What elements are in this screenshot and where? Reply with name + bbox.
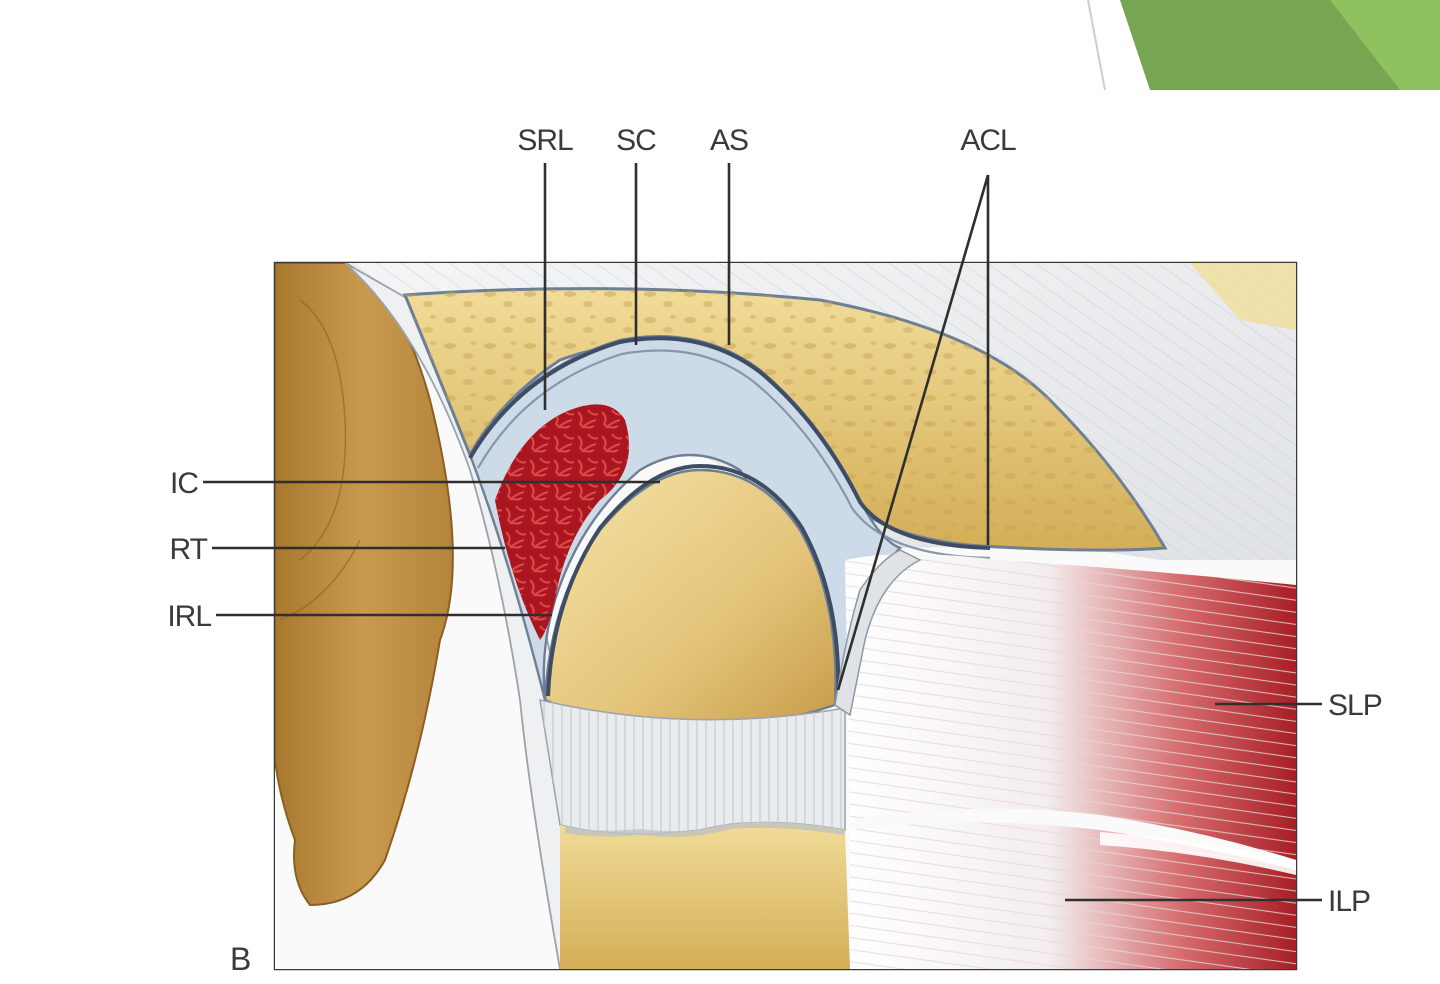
labels: SRL SC AS ACL IC RT IRL SLP ILP B <box>167 124 1382 977</box>
label-ilp: ILP <box>1328 885 1370 918</box>
label-as: AS <box>710 124 748 157</box>
label-sc: SC <box>616 124 656 157</box>
label-srl: SRL <box>517 124 573 157</box>
label-rt: RT <box>170 533 208 566</box>
corner-accent <box>1087 0 1440 91</box>
label-acl: ACL <box>960 124 1016 157</box>
label-slp: SLP <box>1328 689 1382 722</box>
leader-lines <box>203 163 1322 902</box>
anatomy-illustration <box>275 263 1296 969</box>
label-ic: IC <box>170 467 198 500</box>
leader-acl-left <box>836 174 990 691</box>
panel-letter: B <box>230 941 251 977</box>
label-irl: IRL <box>167 600 211 633</box>
